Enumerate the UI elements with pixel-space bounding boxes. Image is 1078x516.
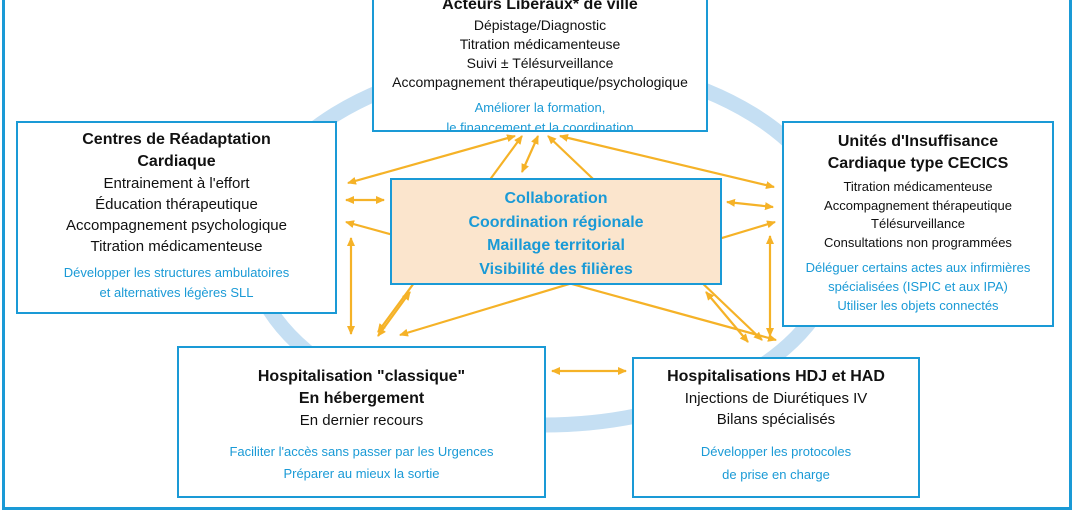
box-line: Suivi ± Télésurveillance — [466, 55, 614, 71]
box-line: Dépistage/Diagnostic — [473, 17, 607, 33]
arrow-top-center — [520, 135, 540, 173]
center-line: Collaboration — [504, 190, 608, 207]
box-title: Hospitalisation "classique" — [257, 368, 466, 385]
box-title: Hospitalisations HDJ et HAD — [667, 368, 885, 385]
box-title: Unités d'Insuffisance — [837, 133, 999, 150]
arrow-top-left — [347, 134, 516, 185]
arrow-right-center — [726, 198, 774, 211]
box-action: et alternatives légères SLL — [99, 285, 254, 300]
box-hdj-had: Hospitalisations HDJ et HAD Injections d… — [632, 357, 920, 498]
box-line: Accompagnement thérapeutique — [824, 197, 1012, 213]
box-heart-failure-units: Unités d'Insuffisance Cardiaque type CEC… — [782, 121, 1054, 327]
box-line: Consultations non programmées — [824, 234, 1012, 250]
box-action: Améliorer la formation, — [474, 100, 606, 115]
box-line: Entrainement à l'effort — [103, 175, 250, 192]
box-action: Préparer au mieux la sortie — [283, 466, 440, 481]
box-action: de prise en charge — [722, 467, 830, 482]
box-action: Utiliser les objets connectés — [837, 298, 999, 313]
box-title: Acteurs Libéraux* de ville — [442, 0, 638, 13]
box-line: Titration médicamenteuse — [90, 238, 263, 255]
box-line: Titration médicamenteuse — [843, 179, 993, 194]
box-line: Bilans spécialisés — [716, 411, 836, 428]
box-line: Titration médicamenteuse — [459, 36, 621, 52]
box-rehab-centres: Centres de Réadaptation Cardiaque Entrai… — [16, 121, 337, 314]
box-line: Télésurveillance — [871, 216, 965, 231]
box-liberal-actors: Acteurs Libéraux* de ville Dépistage/Dia… — [372, 0, 708, 135]
box-classic-hospitalisation: Hospitalisation "classique" En hébergeme… — [177, 346, 546, 498]
box-title: Centres de Réadaptation — [82, 131, 271, 148]
box-line: Accompagnement psychologique — [66, 217, 287, 234]
box-line: Accompagnement thérapeutique/psychologiq… — [392, 74, 688, 90]
center-line: Maillage territorial — [487, 237, 625, 254]
arrow-center-bottomright — [705, 291, 749, 343]
box-title: Cardiaque type CECICS — [827, 155, 1009, 172]
box-title: Cardiaque — [137, 153, 216, 170]
box-line: En dernier recours — [299, 412, 424, 429]
box-action: le financement et la coordination — [446, 120, 634, 135]
box-action: Développer les protocoles — [700, 444, 852, 459]
box-central-goals: Collaboration Coordination régionale Mai… — [390, 178, 722, 285]
center-line: Visibilité des filières — [479, 260, 633, 278]
box-line: Éducation thérapeutique — [95, 196, 258, 213]
box-action: Développer les structures ambulatoires — [63, 265, 290, 280]
box-line: Injections de Diurétiques IV — [684, 390, 868, 407]
box-title: En hébergement — [298, 390, 425, 407]
box-action: spécialisées (ISPIC et aux IPA) — [828, 279, 1008, 294]
box-action: Faciliter l'accès sans passer par les Ur… — [229, 444, 494, 459]
box-action: Déléguer certains actes aux infirmières — [805, 260, 1031, 275]
center-line: Coordination régionale — [468, 213, 644, 231]
arrow-center-bottomleft — [377, 291, 411, 337]
